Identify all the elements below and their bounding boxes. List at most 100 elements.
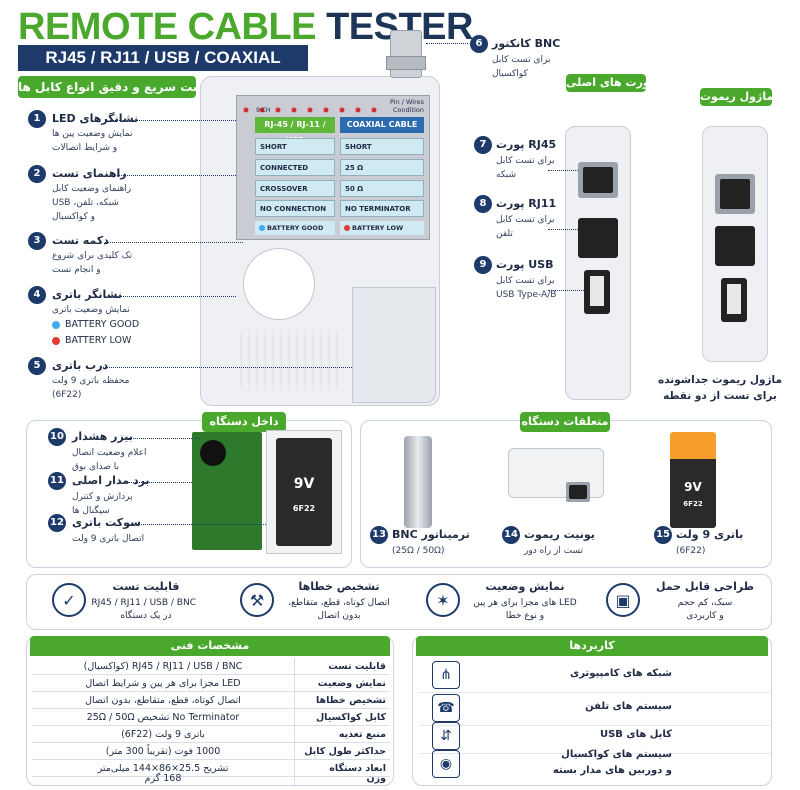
grip-lines <box>240 330 340 390</box>
callout-text: (25Ω / 50Ω) <box>392 546 445 556</box>
callout-title: RJ11 پورت <box>496 197 557 210</box>
callout-text: محفظه باتری 9 ولت <box>52 376 130 386</box>
callout-text: برای تست کابل <box>492 55 551 65</box>
callout-leader <box>548 290 584 291</box>
feature-title: طراحی قابل حمل <box>655 580 755 593</box>
callout-leader <box>105 242 243 243</box>
callout-text: و کواکسیال <box>52 212 95 222</box>
battery-good-dot <box>259 225 265 231</box>
callout-leader <box>548 170 578 171</box>
remote-caption: ماژول ریموت جداشونده برای تست از دو نقطه <box>658 374 782 402</box>
feature-title: تشخیص خطاها <box>298 580 380 593</box>
remote-rj11-port <box>715 226 755 266</box>
callout-leader <box>426 43 468 44</box>
callout-title: نشانگرهای LED <box>52 112 139 125</box>
pin-wires-label: Pin / Wires <box>390 98 425 106</box>
callout-leader <box>128 438 200 439</box>
accessory-battery: 9V 6F22 <box>670 432 716 528</box>
check-icon: ✓ <box>52 583 86 617</box>
callout-title: باتری 9 ولت <box>676 528 744 541</box>
panel-right-row: 50 Ω <box>340 180 424 197</box>
callout-number: 7 <box>474 136 492 154</box>
feature-text: و نوع خطا <box>505 611 545 621</box>
specs-label: مشخصات فنی <box>30 636 390 656</box>
callout-number: 1 <box>28 110 46 128</box>
panel-left-row: CROSSOVER <box>255 180 335 197</box>
callout-text: شبکه <box>496 170 517 180</box>
callout-text: راهنمای وضعیت کابل <box>52 184 132 194</box>
feature-text: اتصال کوتاه، قطع، متقاطع، <box>288 598 390 608</box>
callout-text: تست از راه دور <box>524 546 584 556</box>
callout-text: (6F22) <box>676 546 706 556</box>
network-icon: ⋔ <box>432 661 460 689</box>
callout-number: 5 <box>28 357 46 375</box>
use-row: ◉ سیستم های کواکسیال و دوربین های مدار ب… <box>420 746 772 782</box>
uses-label: کاربردها <box>416 636 768 656</box>
main-ports-label: پورت های اصلی <box>566 74 654 92</box>
bnc-terminator <box>404 436 432 528</box>
callout-text: پردازش و کنترل <box>72 492 133 502</box>
callout-number: 13 <box>370 526 388 544</box>
callout-text: و انجام تست <box>52 265 101 275</box>
battery-low-legend: BATTERY LOW <box>52 335 131 346</box>
panel-left-row: SHORT <box>255 138 335 155</box>
callout-number: 10 <box>48 428 66 446</box>
usb-port <box>584 270 610 314</box>
callout-title: نشانگر باتری <box>52 288 122 301</box>
battery-door[interactable] <box>352 287 436 403</box>
battery-low-indicator: BATTERY LOW <box>340 221 424 235</box>
panel-head-right: COAXIAL CABLE <box>340 117 424 133</box>
led-row <box>240 100 390 113</box>
led-dots-icon <box>243 107 377 113</box>
callout-number: 8 <box>474 195 492 213</box>
feature-text: سبک، کم حجم <box>677 598 733 608</box>
callout-title: راهنمای تست <box>52 167 127 180</box>
remote-module-label: ماژول ریموت <box>700 88 773 106</box>
panel-right-row: NO TERMINATOR <box>340 200 424 217</box>
callout-text: با صدای بوق <box>72 462 120 472</box>
test-button[interactable] <box>243 248 315 320</box>
feature-title: نمایش وضعیت <box>485 580 565 593</box>
callout-leader <box>128 482 192 483</box>
callout-title: یونیت ریموت <box>524 528 595 541</box>
feature-text: در یک دستگاه <box>120 611 172 621</box>
phone-icon: ☎ <box>432 694 460 722</box>
callout-text: نمایش وضعیت پین ها <box>52 129 133 139</box>
led-channel-label: 9 CH <box>256 107 271 114</box>
callout-leader <box>128 524 266 525</box>
panel-head-left: RJ-45 / RJ-11 / USB <box>255 117 335 145</box>
callout-title: بیزر هشدار <box>72 430 133 443</box>
callout-text: تک کلیدی برای شروع <box>52 251 133 261</box>
callout-number: 6 <box>470 35 488 53</box>
callout-leader <box>115 175 236 176</box>
panel-left-row: NO CONNECTION <box>255 200 335 217</box>
feature-text: و کاربردی <box>686 611 724 621</box>
callout-title: BNC کانکتور <box>492 37 561 50</box>
callout-title: USB پورت <box>496 258 554 271</box>
battery-good-indicator: BATTERY GOOD <box>255 221 335 235</box>
callout-text: (6F22) <box>52 390 82 400</box>
red-dot-icon <box>52 336 60 345</box>
feature-text: بدون اتصال <box>317 611 361 621</box>
blue-dot-icon <box>52 320 60 329</box>
subtitle-bar: RJ45 / RJ11 / USB / COAXIAL <box>18 45 308 71</box>
panel-right-row: 25 Ω <box>340 159 424 176</box>
inside-battery: 9V 6F22 <box>276 438 332 546</box>
bnc-collar <box>386 56 426 70</box>
callout-title: دکمه تست <box>52 234 109 247</box>
callout-number: 2 <box>28 165 46 183</box>
callout-number: 12 <box>48 514 66 532</box>
rj11-port <box>578 218 618 258</box>
remote-usb-port <box>721 278 747 322</box>
use-row: ☎ سیستم های تلفن <box>420 690 772 726</box>
callout-title: برد مدار اصلی <box>72 474 150 487</box>
callout-number: 14 <box>502 526 520 544</box>
feature-text: LED های مجزا برای هر پین <box>473 598 577 608</box>
callout-text: شبکه، تلفن، USB <box>52 198 119 208</box>
condition-label: Condition <box>393 106 425 114</box>
panel-left-row: CONNECTED <box>255 159 335 176</box>
callout-text: کواکسیال <box>492 69 528 79</box>
